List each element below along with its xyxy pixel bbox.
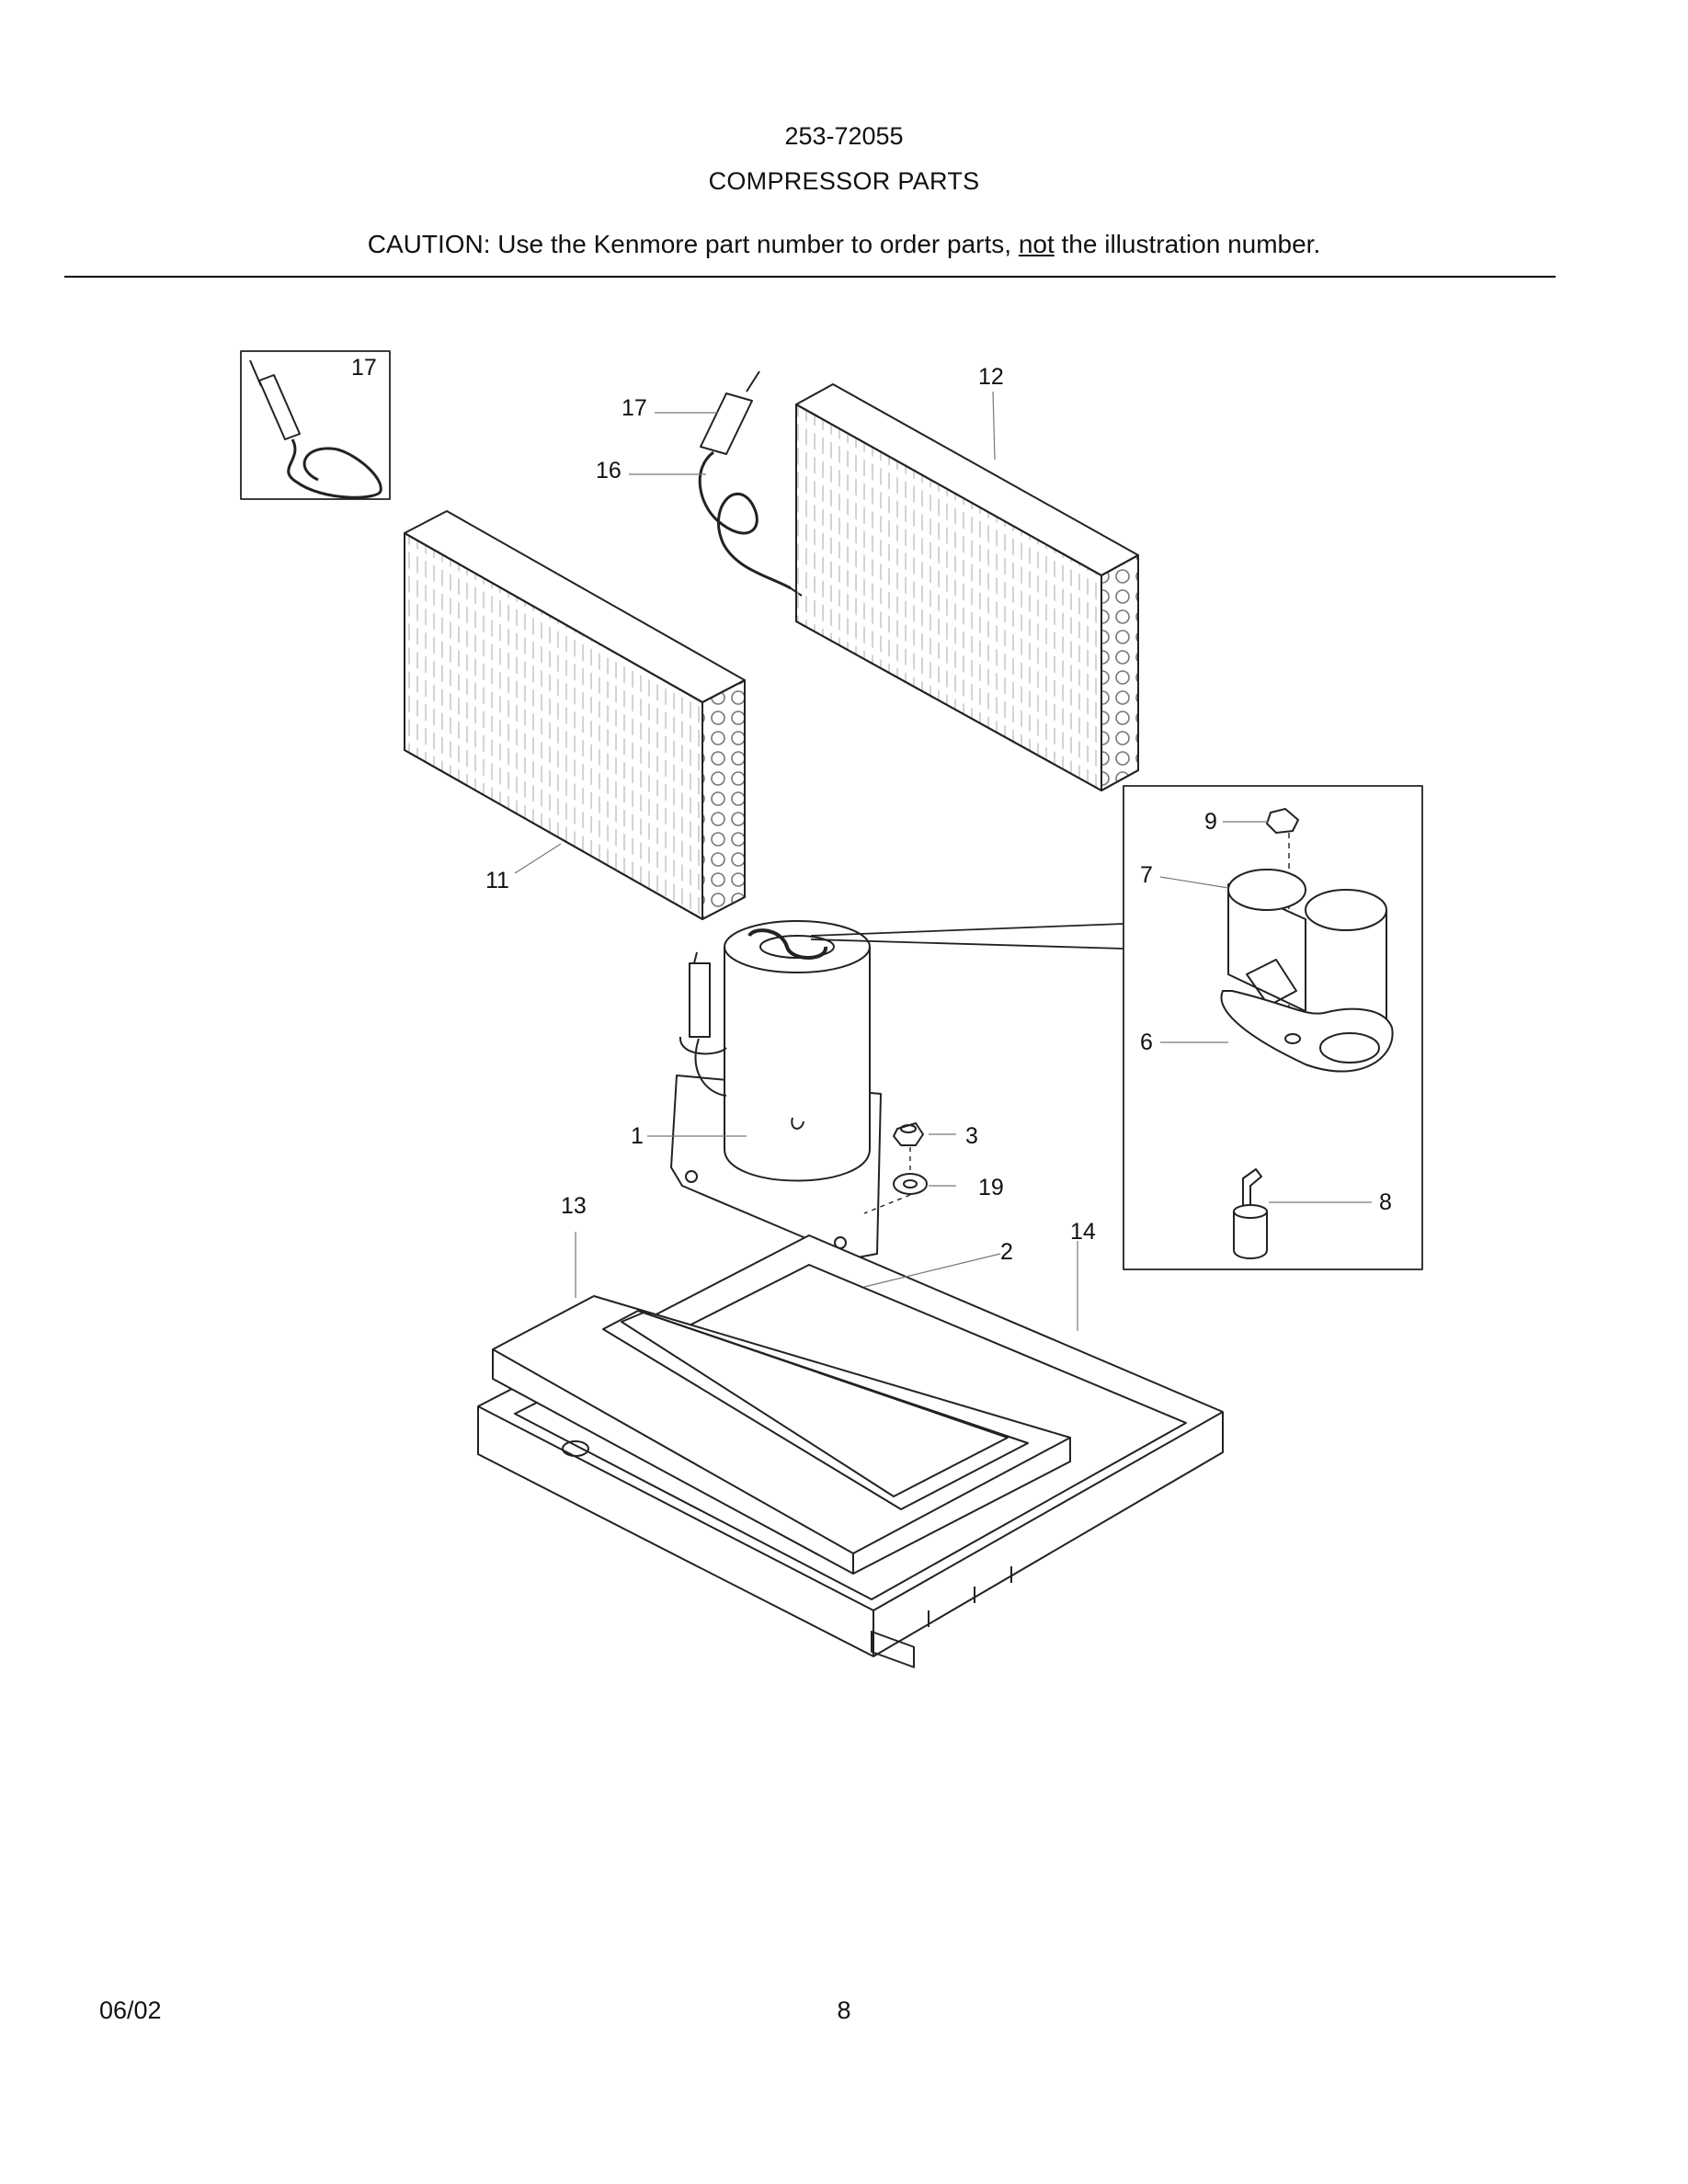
callout-labels: 17 17 16 12 11 1 3 19 13 14 2 9 7 6 8 [351,355,1392,1265]
footer-date: 06/02 [99,1996,162,2024]
callout-11: 11 [485,868,509,893]
part-1-compressor [670,920,882,1280]
callout-1: 1 [631,1123,644,1149]
callout-13: 13 [561,1193,587,1219]
callout-12: 12 [978,364,1004,390]
part-12-condenser-coil [795,383,1139,791]
inset-17-box [240,350,391,500]
callout-17: 17 [622,395,647,421]
inset-relay-box [1123,785,1423,1270]
page-title: COMPRESSOR PARTS [708,167,980,195]
callout-17-inset: 17 [351,355,377,381]
callout-3: 3 [965,1123,978,1149]
inset-leader-lines [810,923,1124,950]
callout-8: 8 [1379,1189,1392,1215]
page-number: 8 [837,1996,851,2024]
callout-7: 7 [1140,862,1153,888]
callout-6: 6 [1140,1029,1153,1055]
part-11-evaporator-coil [404,510,746,920]
part-19-washer [863,1147,928,1214]
part-13-drain-pan [492,1295,1071,1575]
callout-9: 9 [1204,809,1217,835]
document-number: 253-72055 [784,122,904,150]
callout-leaders [514,391,1372,1331]
caution-text-start: CAUTION: Use the Kenmore part number to … [367,230,1019,258]
part-3-nut [893,1122,924,1146]
caution-note: CAUTION: Use the Kenmore part number to … [0,230,1688,259]
caution-text-end: the illustration number. [1054,230,1321,258]
callout-19: 19 [978,1175,1004,1200]
callout-16: 16 [596,458,622,483]
callout-14: 14 [1070,1219,1096,1245]
part-16-17-drier [698,370,803,597]
header-divider [64,276,1556,278]
caution-emphasis: not [1018,230,1055,258]
callout-2: 2 [1000,1239,1013,1265]
